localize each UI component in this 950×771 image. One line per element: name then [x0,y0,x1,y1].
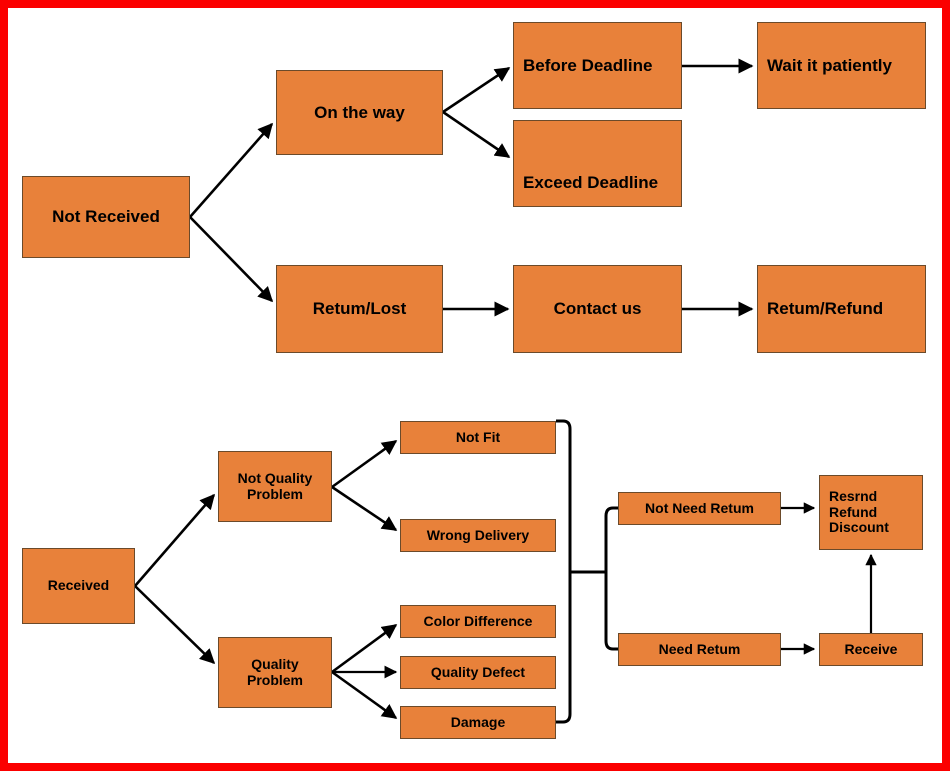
node-label: Retum/Lost [312,299,407,319]
edge-not-received-to-on-the-way [189,122,273,218]
edge-not-received-to-return-lost [189,216,274,303]
node-label: Contact us [553,299,642,319]
node-resend-refund-discount[interactable]: Resrnd Refund Discount [819,475,923,550]
node-return-lost[interactable]: Retum/Lost [276,265,443,353]
edge-on-the-way-to-exceed-deadline [442,110,511,159]
edge-received-to-quality-problem [134,585,216,665]
edge-quality-to-color-difference [331,623,398,674]
node-quality-defect[interactable]: Quality Defect [400,656,556,689]
node-exceed-deadline[interactable]: Exceed Deadline [513,120,682,207]
edge-quality-to-damage [331,670,398,720]
node-label: Color Difference [423,612,533,629]
node-label: Not Need Retum [645,499,754,516]
node-contact-us[interactable]: Contact us [513,265,682,353]
node-label: Quality Defect [430,663,526,680]
node-label: Not Fit [455,428,501,445]
node-wrong-delivery[interactable]: Wrong Delivery [400,519,556,552]
node-label: Wrong Delivery [426,526,530,543]
node-label: Receive [844,640,898,657]
node-return-refund[interactable]: Retum/Refund [757,265,926,353]
node-label: Not Received [52,207,160,227]
bracket-leaf-nodes [556,419,572,724]
node-label: Need Retum [658,640,741,657]
node-label: On the way [314,102,405,122]
node-label: Received [47,577,110,594]
node-not-received[interactable]: Not Received [22,176,190,258]
node-label: Not Quality Problem [237,469,313,502]
edge-received-to-not-quality-problem [134,493,215,587]
edge-not-quality-to-wrong-delivery [331,485,398,532]
edge-on-the-way-to-before-deadline [442,66,511,114]
node-before-deadline[interactable]: Before Deadline [513,22,682,109]
node-label: Exceed Deadline [523,172,659,192]
node-label: Wait it patiently [767,55,892,75]
node-damage[interactable]: Damage [400,706,556,739]
node-receive[interactable]: Receive [819,633,923,666]
node-on-the-way[interactable]: On the way [276,70,443,155]
bracket-return-decision [604,506,618,651]
node-label: Quality Problem [246,655,303,688]
node-need-return[interactable]: Need Retum [618,633,781,666]
node-wait-it-patiently[interactable]: Wait it patiently [757,22,926,109]
node-label: Resrnd Refund Discount [829,487,889,536]
node-label: Damage [450,713,506,730]
node-quality-problem[interactable]: Quality Problem [218,637,332,708]
node-not-quality-problem[interactable]: Not Quality Problem [218,451,332,522]
node-received[interactable]: Received [22,548,135,624]
node-not-need-return[interactable]: Not Need Retum [618,492,781,525]
node-label: Before Deadline [523,55,653,75]
edge-not-quality-to-not-fit [331,439,398,489]
node-label: Retum/Refund [767,299,884,319]
node-not-fit[interactable]: Not Fit [400,421,556,454]
node-color-difference[interactable]: Color Difference [400,605,556,638]
